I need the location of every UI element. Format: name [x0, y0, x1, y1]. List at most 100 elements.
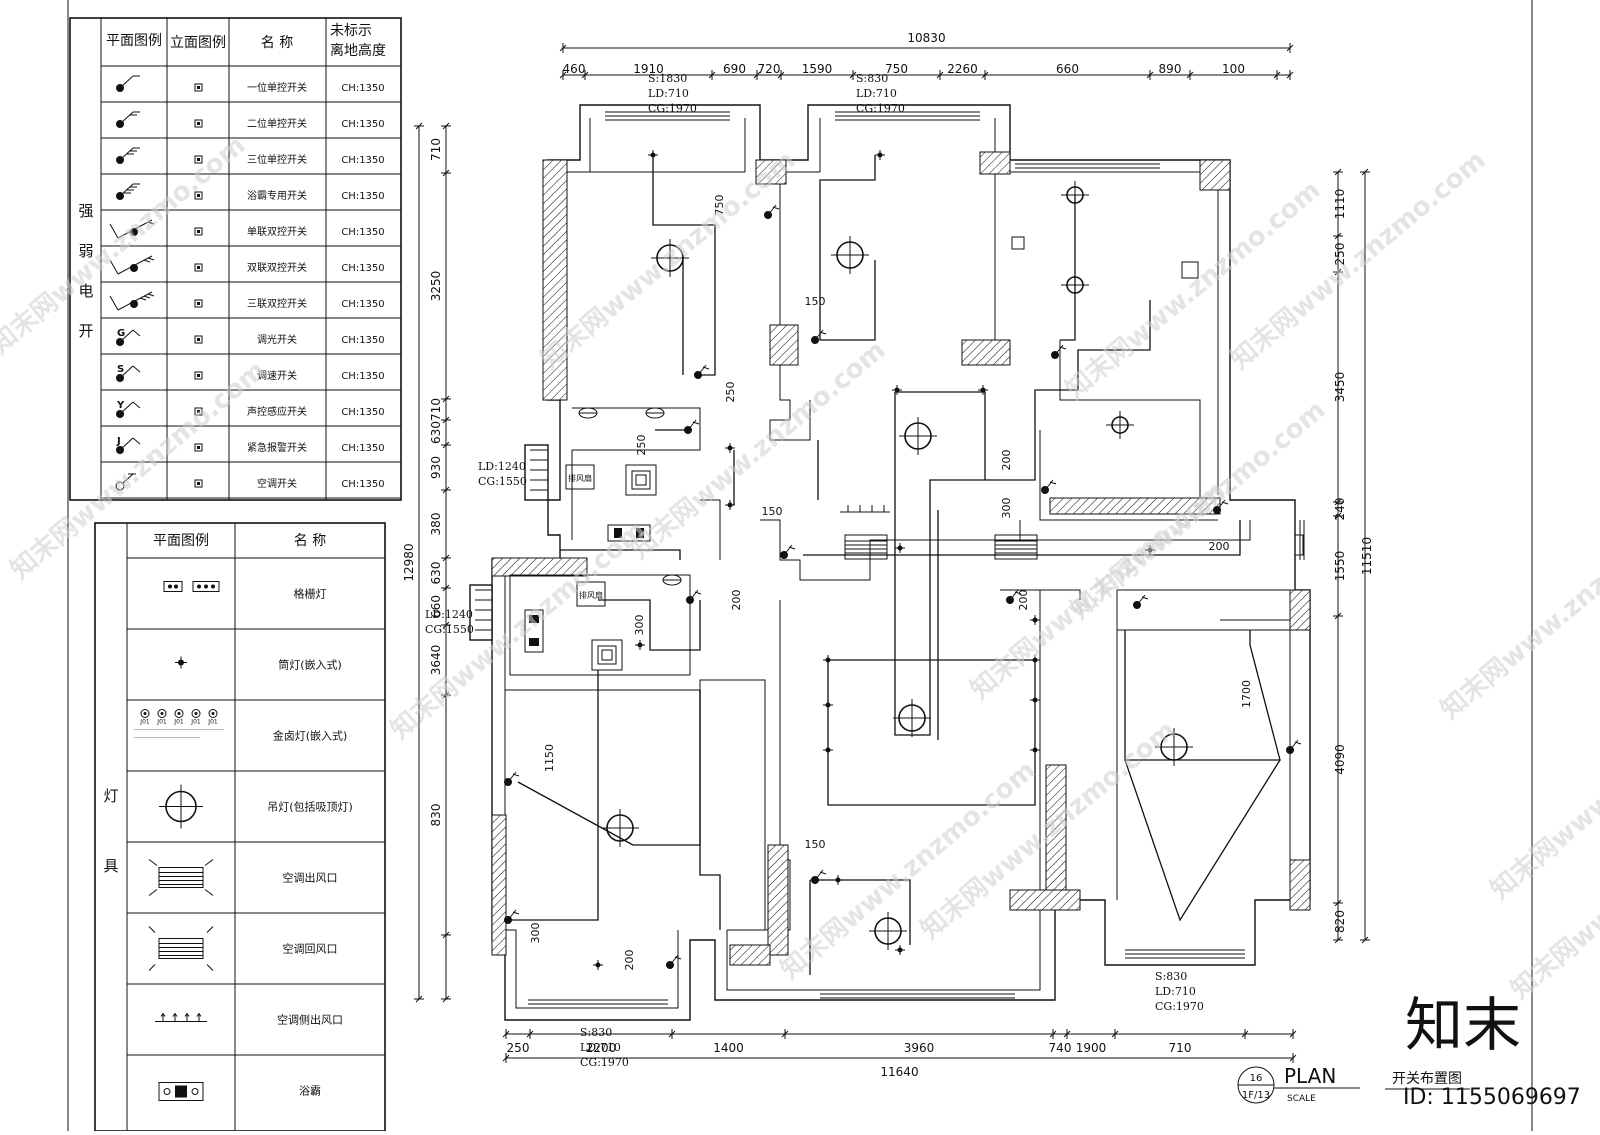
- pendant-light-icon: [899, 417, 937, 455]
- ac-return-icon: [148, 926, 214, 971]
- sheet-number-top: 16: [1250, 1073, 1263, 1084]
- svg-text:J: J: [116, 436, 121, 447]
- category-char: 灯: [103, 787, 118, 805]
- dimension-value: 380: [429, 513, 443, 536]
- inner-dimension: 300: [633, 615, 646, 636]
- downlight-icon: [895, 945, 905, 955]
- switch-legend-height: CH:1350: [341, 263, 384, 274]
- downlight-icon: [593, 960, 603, 970]
- light-legend-row: 浴霸: [158, 1082, 321, 1101]
- wall-column: [1289, 859, 1311, 911]
- title-block: 16 1F/13 PLAN SCALE 开关布置图: [1237, 1064, 1470, 1104]
- light-legend-name: 吊灯(包括吸顶灯): [267, 800, 353, 814]
- light-legend-name: 金卤灯(嵌入式): [273, 729, 348, 743]
- wall-lamp-icon: [578, 407, 598, 419]
- dimension-value: 250: [1333, 243, 1347, 266]
- dimension-value: 100: [1222, 62, 1245, 76]
- dimension-value: 460: [563, 62, 586, 76]
- switch-legend-name: 三联双控开关: [247, 297, 307, 310]
- dimension-value: 3960: [904, 1041, 935, 1055]
- svg-text:S: S: [117, 364, 124, 375]
- ac-return-icon: [844, 534, 888, 560]
- downlight-icon: [1030, 615, 1040, 625]
- grille-light-icon: [524, 609, 544, 653]
- fixture-box: [1294, 534, 1304, 556]
- switch-legend-height: CH:1350: [341, 335, 384, 346]
- pendant-light-icon: [651, 239, 689, 277]
- switch-legend-height: CH:1350: [341, 407, 384, 418]
- switch-legend-name: 调速开关: [257, 369, 297, 382]
- category-char: 具: [103, 857, 118, 875]
- inner-dimension: 200: [1017, 590, 1030, 611]
- wall-switch-icon: [1041, 479, 1057, 494]
- switch-elevation-icon: [194, 299, 203, 308]
- switch-legend-header-elev: 立面图例: [170, 35, 226, 51]
- fixture-box: [1011, 236, 1025, 250]
- dimension-value: 660: [429, 595, 443, 618]
- svg-text:LD:710: LD:710: [1155, 985, 1196, 998]
- dimension-total: 12980: [402, 543, 416, 581]
- switch-symbol-icon: [116, 75, 140, 92]
- svg-text:CG:1550: CG:1550: [478, 475, 527, 488]
- balcony-step: [524, 444, 549, 501]
- wall-switch-icon: [1133, 594, 1149, 609]
- plan-label: PLAN: [1284, 1064, 1336, 1088]
- switch-symbol-icon: [109, 291, 155, 311]
- wall-switch-icon: [686, 589, 702, 604]
- dimension-value: 3250: [429, 271, 443, 302]
- room-tag: 排风扇: [568, 473, 592, 483]
- switch-symbol-icon: [116, 147, 140, 164]
- switch-legend-name: 一位单控开关: [247, 81, 307, 94]
- light-legend-name: 格栅灯: [294, 587, 327, 601]
- drawing-title: 开关布置图: [1392, 1071, 1462, 1087]
- switch-symbol-icon: Y: [116, 400, 141, 418]
- dimension-value: 3640: [429, 645, 443, 676]
- inner-dimension: 150: [805, 295, 826, 308]
- wall-switch-icon: [1006, 589, 1022, 604]
- switch-elevation-icon: [194, 155, 203, 164]
- pendant-light-icon: [869, 912, 907, 950]
- wall-column: [979, 151, 1011, 175]
- switch-legend-height: CH:1350: [341, 479, 384, 490]
- switch-legend-row: 双联双控开关 CH:1350: [101, 255, 401, 283]
- bath-heater-icon: [625, 464, 657, 496]
- switch-legend-name: 二位单控开关: [247, 117, 307, 130]
- inner-dimension: 750: [713, 195, 726, 216]
- switch-symbol-icon: [109, 255, 155, 275]
- switch-legend-name: 双联双控开关: [247, 261, 307, 274]
- room-tag-box: [565, 464, 595, 490]
- wall-switch-icon: [504, 909, 520, 924]
- dimension-value: 660: [1056, 62, 1079, 76]
- svg-text:S:830: S:830: [856, 72, 888, 85]
- dimension-value: 710: [429, 398, 443, 421]
- light-legend-row: 空调回风口: [127, 926, 385, 985]
- inner-dimension: 250: [724, 382, 737, 403]
- wall-switch-icon: [764, 204, 780, 219]
- sheet-number-bottom: 1F/13: [1242, 1090, 1270, 1101]
- dimension-value: 1900: [1076, 1041, 1107, 1055]
- metal-halide-code: J01: [139, 719, 150, 726]
- dimension-value: 2260: [947, 62, 978, 76]
- switch-symbol-icon: G: [116, 328, 141, 346]
- dimension-value: 2200: [586, 1041, 617, 1055]
- metal-halide-code: J01: [173, 719, 184, 726]
- dimension-value: 690: [723, 62, 746, 76]
- switch-symbol-icon: [116, 183, 140, 200]
- inner-dimension: 300: [529, 923, 542, 944]
- light-legend-row: 筒灯(嵌入式): [127, 656, 385, 701]
- svg-text:LD:1240: LD:1240: [425, 608, 473, 621]
- wall-column: [961, 339, 1011, 366]
